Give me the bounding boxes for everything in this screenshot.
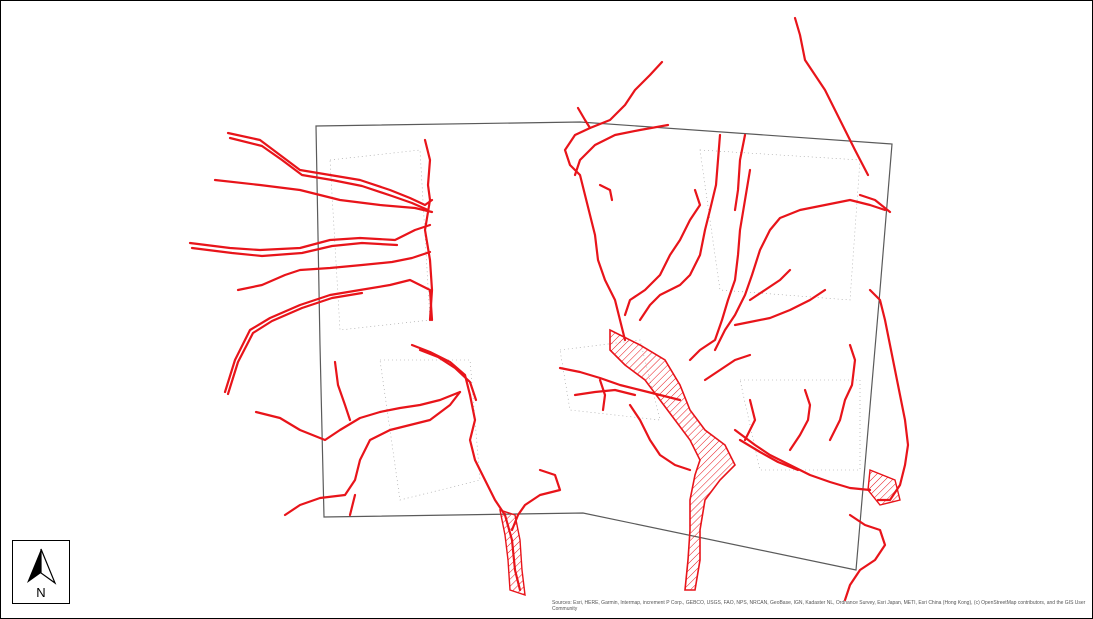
stream-corridor	[828, 343, 857, 442]
stream-corridor	[788, 388, 812, 452]
stream-corridor	[843, 513, 887, 602]
stream-corridor	[558, 366, 682, 402]
floodplain-main	[609, 328, 736, 591]
stream-corridor	[713, 198, 887, 352]
stream-corridor	[703, 353, 752, 382]
stream-corridors-west[interactable]	[188, 131, 562, 592]
stream-corridor	[868, 288, 910, 502]
stream-corridor	[733, 428, 872, 492]
stream-corridor	[190, 241, 399, 258]
stream-corridor	[573, 388, 637, 397]
stream-corridor	[228, 136, 430, 212]
stream-corridor	[793, 16, 870, 177]
stream-corridor	[628, 403, 692, 472]
north-arrow-label: N	[36, 585, 46, 600]
stream-corridor	[858, 193, 892, 214]
stream-corridor	[576, 106, 592, 130]
stream-corridor	[423, 138, 434, 322]
stream-corridor	[733, 288, 827, 327]
stream-corridor	[748, 268, 792, 302]
stream-corridor	[743, 398, 757, 442]
stream-corridor	[738, 438, 800, 472]
map-attribution: Sources: Esri, HERE, Garmin, Intermap, i…	[552, 600, 1086, 612]
stream-corridor	[510, 468, 562, 532]
stream-corridor	[283, 390, 462, 517]
stream-corridor	[188, 223, 432, 252]
stream-corridor	[733, 133, 747, 212]
stream-corridor	[563, 60, 664, 342]
study-area-boundary[interactable]	[315, 121, 893, 571]
stream-corridors-east[interactable]	[558, 16, 910, 602]
north-arrow-icon	[27, 548, 57, 585]
floodplain-west	[499, 508, 526, 597]
stream-corridor	[226, 131, 434, 207]
stream-corridor	[418, 348, 478, 402]
stream-corridor	[213, 178, 434, 214]
stream-corridor	[573, 123, 670, 177]
stream-corridor	[598, 378, 607, 412]
stream-corridor	[226, 291, 364, 396]
stream-corridor	[333, 360, 352, 422]
floodplain-areas[interactable]	[499, 328, 901, 597]
stream-corridor	[688, 168, 752, 362]
stream-corridor	[348, 493, 357, 517]
north-arrow: N	[12, 540, 70, 604]
stream-corridor	[410, 343, 522, 592]
stream-corridor	[598, 183, 614, 202]
stream-corridor	[254, 390, 462, 442]
stream-corridor	[223, 278, 434, 394]
stream-corridor	[623, 188, 702, 317]
stream-corridor	[638, 133, 722, 322]
stream-corridor	[236, 250, 432, 292]
